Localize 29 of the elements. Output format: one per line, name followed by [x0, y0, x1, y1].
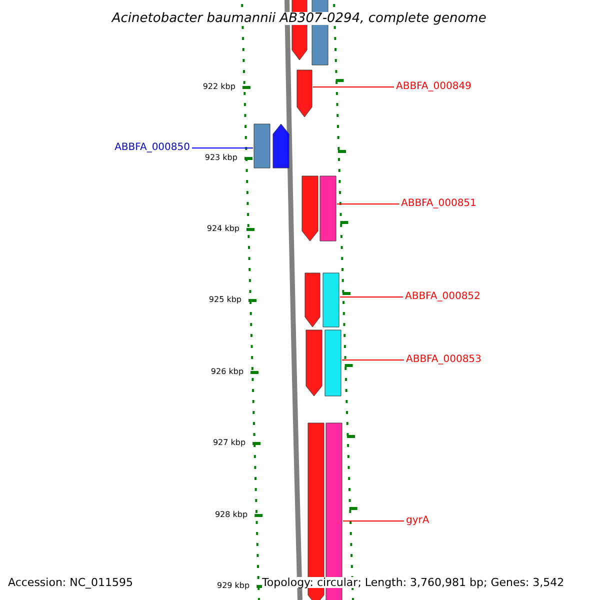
gene-label: gyrA — [406, 516, 430, 526]
feature-bar — [320, 176, 336, 242]
feature-bar — [322, 272, 340, 328]
scale-label: 928 kbp — [214, 511, 248, 519]
scale-label: 929 kbp — [216, 582, 250, 590]
scale-label: 923 kbp — [204, 154, 238, 162]
feature-bar — [254, 124, 270, 168]
genome-info-text: Topology: circular; Length: 3,760,981 bp; Genes: 3,542 — [262, 576, 564, 588]
gene-feature — [304, 272, 320, 328]
gene-feature — [306, 330, 322, 396]
gene-label: ABBFA_000853 — [406, 355, 482, 365]
leader-line — [312, 86, 394, 88]
scale-label: 922 kbp — [202, 83, 236, 91]
gene-label: ABBFA_000852 — [405, 292, 480, 302]
diagram-title: Acinetobacter baumannii AB307-0294, complete genome — [112, 12, 486, 24]
feature-bar — [324, 330, 342, 396]
gene-label: ABBFA_000850 — [114, 143, 190, 153]
gene-feature — [302, 176, 318, 242]
leader-line — [342, 520, 404, 522]
scale-label: 924 kbp — [206, 225, 240, 233]
scale-label: 926 kbp — [210, 368, 244, 376]
gene-feature — [272, 124, 290, 168]
scale-label: 927 kbp — [212, 439, 246, 447]
gene-label: ABBFA_000849 — [396, 82, 472, 92]
gene-label: ABBFA_000851 — [401, 199, 476, 209]
scale-label: 925 kbp — [208, 296, 242, 304]
accession-text: Accession: NC_011595 — [8, 576, 134, 588]
gene-feature — [296, 70, 312, 118]
leader-line — [340, 296, 404, 298]
